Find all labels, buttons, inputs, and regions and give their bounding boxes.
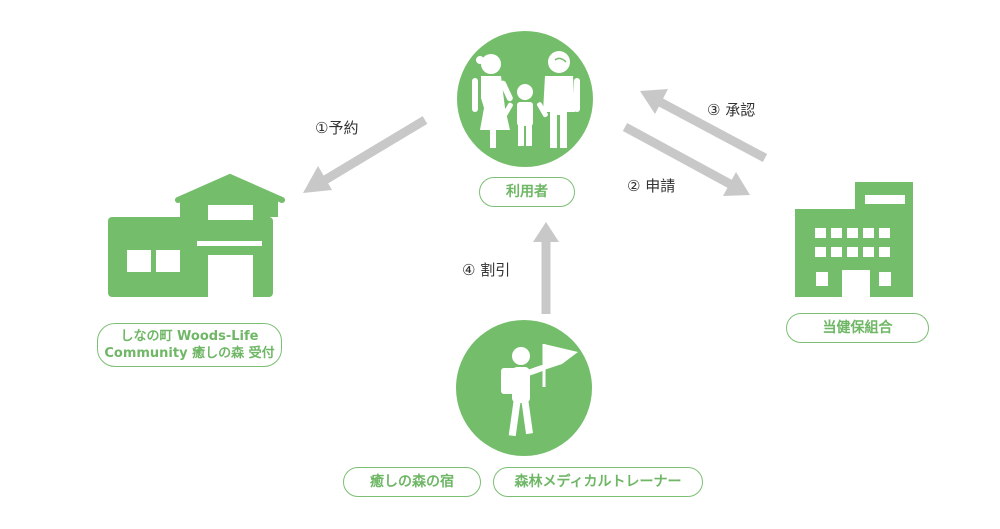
reception-label-line1: しなの町 Woods-Life [120,329,259,344]
user-label: 利用者 [479,177,575,207]
arrow-apply [622,123,750,196]
arrow-approve [640,89,768,162]
hiker-flag-icon [456,320,592,456]
insurer-label: 当健保組合 [786,313,929,343]
step-discount-label: ④ 割引 [462,261,511,279]
provider-label-trainer: 森林メディカルトレーナー [493,467,703,497]
office-building-icon [795,182,913,297]
family-icon [457,31,593,167]
step-approve-label: ③ 承認 [707,101,756,119]
arrow-discount [533,222,559,314]
provider-label-inn: 癒しの森の宿 [343,467,481,497]
reception-label: しなの町 Woods-Life Community 癒しの森 受付 [97,323,282,367]
step-reserve-label: ①予約 [315,119,359,137]
step-apply-label: ② 申請 [627,177,676,195]
house-icon [108,173,285,297]
arrow-reserve [303,116,428,193]
reception-label-line2: Community 癒しの森 受付 [104,346,275,361]
